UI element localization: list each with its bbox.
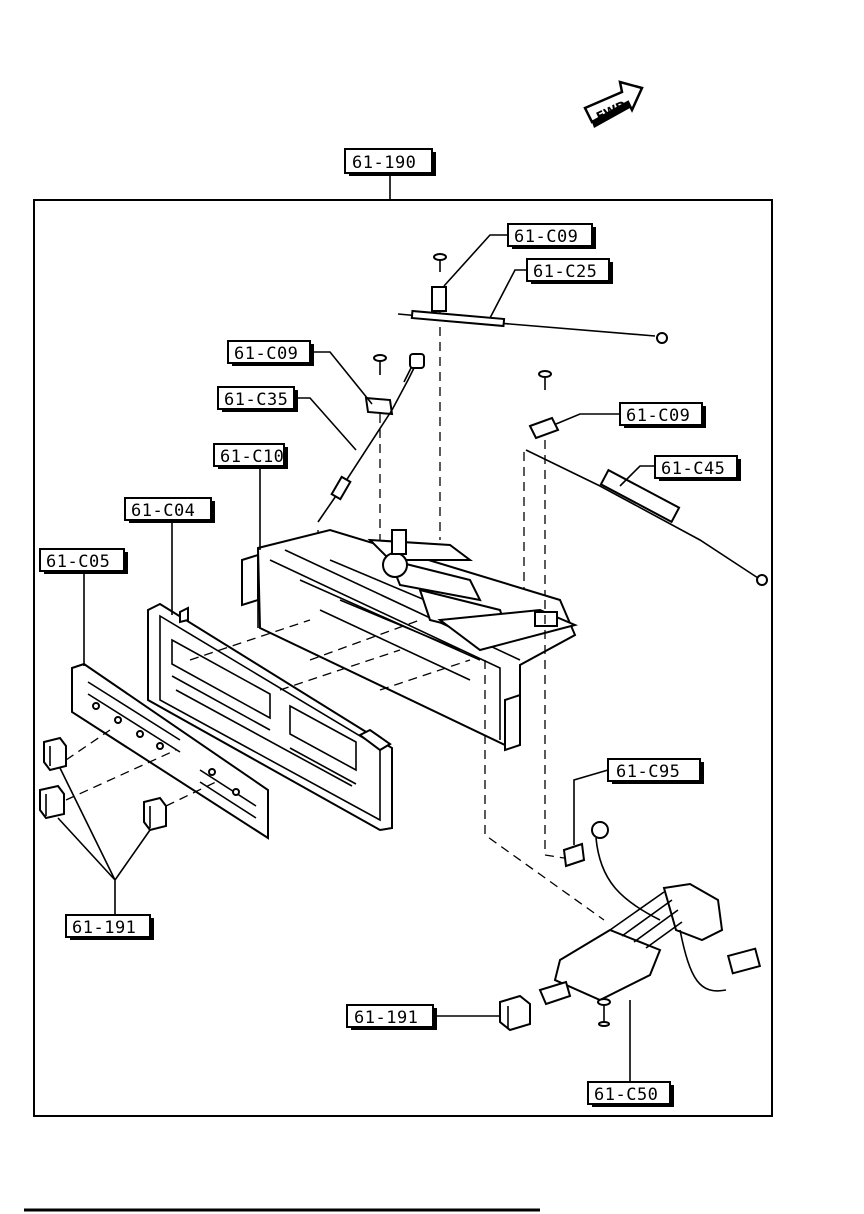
knob-4 <box>499 994 531 1032</box>
label-knobs-left: 61-191 <box>65 914 154 940</box>
label-cable-top: 61-C25 <box>526 258 613 284</box>
label-cable-right: 61-C45 <box>654 455 741 481</box>
svg-text:61-190: 61-190 <box>352 153 416 173</box>
cable-right <box>525 449 768 586</box>
label-screw-right: 61-C09 <box>619 402 706 428</box>
fwd-arrow-icon: FWD <box>583 80 644 128</box>
knob-2 <box>39 784 65 820</box>
svg-text:61-C04: 61-C04 <box>131 501 195 521</box>
label-screw-left: 61-C09 <box>227 340 314 366</box>
knob-3 <box>143 796 167 832</box>
label-frame: 61-C04 <box>124 497 215 523</box>
front-frame <box>147 602 393 832</box>
label-cable-left: 61-C35 <box>217 386 298 412</box>
label-screw-top: 61-C09 <box>507 223 596 249</box>
svg-text:61-C05: 61-C05 <box>46 552 110 572</box>
label-assembly: 61-190 <box>344 148 436 176</box>
label-panel: 61-C05 <box>39 548 128 574</box>
label-bulb: 61-C95 <box>607 758 704 784</box>
svg-text:61-191: 61-191 <box>354 1008 418 1028</box>
knob-1 <box>43 736 67 772</box>
cable-top <box>397 309 668 344</box>
svg-text:61-C25: 61-C25 <box>533 262 597 282</box>
svg-text:61-191: 61-191 <box>72 918 136 938</box>
screw-left <box>364 354 394 416</box>
screw-top <box>431 253 447 312</box>
control-housing <box>241 528 579 752</box>
heater-control-drawing <box>39 234 768 1082</box>
bulb <box>562 821 661 921</box>
svg-text:61-C50: 61-C50 <box>594 1085 658 1105</box>
assembly-border <box>33 199 773 1117</box>
cable-left <box>317 353 425 523</box>
svg-text:61-C95: 61-C95 <box>616 762 680 782</box>
face-panel <box>71 662 269 840</box>
label-housing: 61-C10 <box>213 443 288 469</box>
label-knob-bottom: 61-191 <box>346 1004 437 1030</box>
svg-text:61-C09: 61-C09 <box>234 344 298 364</box>
label-switch: 61-C50 <box>587 1081 674 1107</box>
svg-text:61-C45: 61-C45 <box>661 459 725 479</box>
svg-text:61-C09: 61-C09 <box>514 227 578 247</box>
svg-text:61-C10: 61-C10 <box>220 447 284 467</box>
svg-text:61-C35: 61-C35 <box>224 390 288 410</box>
screw-right <box>528 370 560 440</box>
svg-text:61-C09: 61-C09 <box>626 406 690 426</box>
fan-switch <box>538 882 762 1027</box>
